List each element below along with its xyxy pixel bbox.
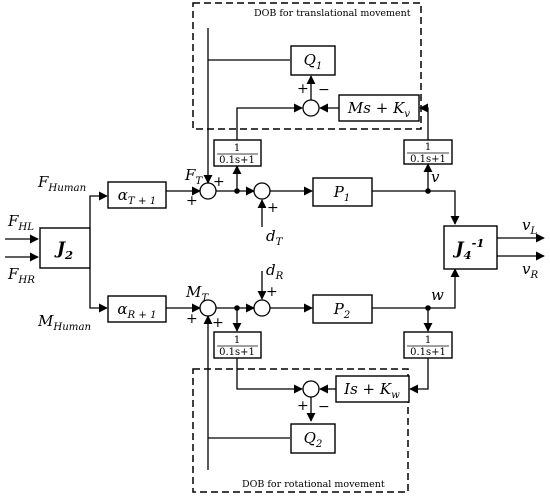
j4-inv-block: [443, 225, 498, 270]
v-to-j4-line: [372, 190, 460, 225]
plus-sign: +: [213, 174, 225, 190]
plus-sign: +: [266, 284, 278, 300]
ms-kv-label: Ms + Kv​: [347, 99, 410, 120]
p1-label: P1​: [333, 183, 351, 204]
d-r-label: dR​: [266, 261, 284, 282]
filter-numerator: 1: [234, 143, 240, 154]
j2-label: J2​: [54, 239, 73, 262]
w-label: w: [431, 286, 444, 304]
sum-junction-m: [199, 299, 217, 317]
filter-numerator: 1: [425, 142, 431, 153]
alpha-t-block: [107, 181, 167, 209]
is-kw-block: [335, 375, 410, 403]
p2-label: P2​: [333, 300, 351, 321]
junction-dot-w: [425, 305, 431, 311]
filter-block-bottom-left: 1 0.1s+1: [213, 331, 262, 359]
q2-block: [290, 423, 336, 454]
filter-denominator: 0.1s+1: [219, 155, 255, 166]
v-r-label: vR​: [522, 260, 538, 281]
m-t-label: MT​: [185, 283, 209, 304]
plus-sign: +: [186, 311, 198, 327]
q1-label: Q1​: [304, 51, 323, 72]
filter-denominator: 0.1s+1: [410, 347, 446, 358]
sum-junction-d-r: [253, 299, 271, 317]
j2-block: [39, 227, 91, 269]
is-kw-label: Is + Kw​: [343, 380, 400, 401]
dob-rotational-frame: [192, 368, 409, 493]
d-t-label: dT​: [266, 227, 284, 248]
alpha-r-label: αR + 1​: [117, 300, 156, 321]
j2-to-alpha-t-line: [89, 191, 108, 228]
plus-sign: +: [267, 200, 279, 216]
filter-numerator: 1: [425, 335, 431, 346]
filter-to-ms-kv-line: [419, 103, 429, 140]
filter-numerator: 1: [234, 335, 240, 346]
filter-denominator: 0.1s+1: [219, 347, 255, 358]
dob-translational-caption: DOB for translational movement: [254, 8, 411, 19]
junction-dot-f-t: [234, 188, 240, 194]
f-hl-label: FHL​: [7, 212, 34, 233]
alpha-t-label: αT + 1​: [118, 186, 156, 207]
f-human-label: FHuman​: [37, 173, 86, 194]
sum-junction-dob-top: [302, 99, 320, 117]
j2-to-alpha-r-line: [89, 268, 108, 313]
v-l-label: vL​: [522, 216, 537, 237]
dob-rotational-caption: DOB for rotational movement: [242, 479, 385, 490]
sum-junction-dob-bottom: [302, 380, 320, 398]
plus-sign: +: [212, 315, 224, 331]
filter-block-bottom-right: 1 0.1s+1: [403, 331, 453, 359]
filter-to-dob-sum2-line: [236, 358, 303, 394]
sum-junction-f: [199, 182, 217, 200]
sum-signs: + + + + + + + − + −: [186, 81, 330, 415]
ms-kv-block: [338, 94, 420, 122]
plus-sign: +: [186, 193, 198, 209]
filter-to-is-kw-line: [409, 358, 429, 394]
v-label: v: [431, 168, 440, 186]
signal-lines: [5, 28, 545, 470]
sum-junction-d-t: [253, 182, 271, 200]
plus-sign: +: [297, 81, 309, 97]
junction-dot-v: [425, 188, 431, 194]
j4-inv-label: J4​-1​: [452, 236, 484, 262]
junction-dot-m-t: [234, 305, 240, 311]
minus-sign: −: [318, 82, 330, 98]
w-to-j4-line: [372, 268, 460, 309]
q2-feedback-line: [203, 315, 290, 470]
filter-block-top-right: 1 0.1s+1: [403, 139, 453, 165]
p2-block: [312, 294, 373, 324]
minus-sign: −: [318, 399, 330, 415]
filter-block-top-left: 1 0.1s+1: [213, 139, 262, 167]
filter-denominator: 0.1s+1: [410, 154, 446, 165]
q1-block: [290, 45, 336, 76]
m-human-label: MHuman​: [37, 312, 91, 333]
q1-feedback-line: [203, 28, 290, 184]
f-t-label: FT​: [184, 166, 203, 187]
f-hr-label: FHR​: [7, 265, 35, 286]
filter-to-dob-sum-line: [236, 103, 303, 140]
q2-label: Q2​: [304, 429, 323, 450]
plus-sign: +: [297, 398, 309, 414]
alpha-r-block: [107, 295, 167, 323]
dob-translational-frame: [192, 2, 422, 130]
p1-block: [312, 177, 373, 207]
